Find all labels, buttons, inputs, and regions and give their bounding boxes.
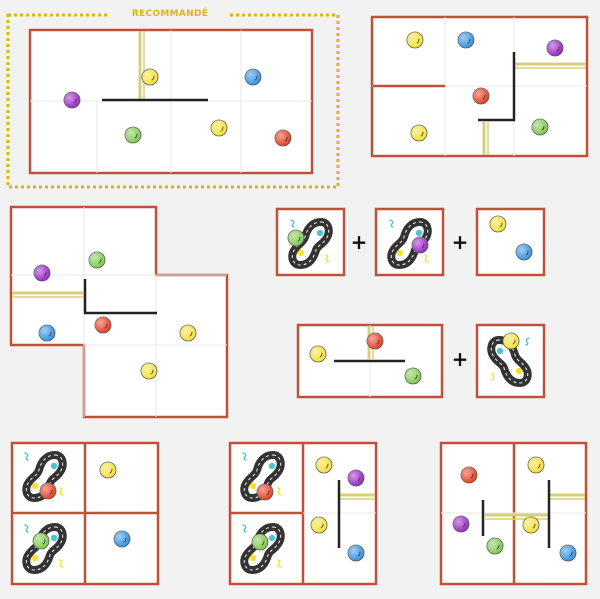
ball-red	[256, 483, 274, 501]
ball-yellow	[527, 456, 545, 474]
ball-green	[88, 251, 106, 269]
ball-green	[251, 533, 269, 551]
layout-option-2[interactable]	[370, 15, 589, 158]
ball-red	[274, 129, 292, 147]
ball-yellow	[310, 516, 328, 534]
ball-green	[287, 229, 305, 247]
ball-yellow	[140, 362, 158, 380]
ball-yellow	[502, 332, 520, 350]
recommended-label: RECOMMANDÉ	[110, 9, 230, 19]
ball-blue	[347, 544, 365, 562]
race-track	[288, 218, 333, 269]
ball-green	[486, 537, 504, 555]
ball-yellow	[141, 68, 159, 86]
layout-option-1[interactable]	[6, 13, 340, 189]
plus-sign: +	[452, 230, 469, 254]
ball-red	[460, 466, 478, 484]
layout-option-7[interactable]	[228, 441, 378, 586]
layout-option-5[interactable]: +	[296, 323, 546, 399]
ball-yellow	[410, 124, 428, 142]
ball-purple	[546, 39, 564, 57]
ball-yellow	[309, 345, 327, 363]
ball-purple	[452, 515, 470, 533]
ball-yellow	[99, 461, 117, 479]
layout-option-8[interactable]	[439, 441, 588, 586]
ball-purple	[347, 469, 365, 487]
ball-red	[366, 332, 384, 350]
wall-segment	[478, 52, 516, 122]
layout-option-4[interactable]: + +	[275, 207, 546, 277]
ball-yellow	[522, 516, 540, 534]
board-tile	[475, 207, 546, 277]
ball-green	[124, 126, 142, 144]
ball-green	[404, 367, 422, 385]
plus-sign: +	[452, 347, 469, 371]
ball-red	[94, 316, 112, 334]
ball-red	[472, 87, 490, 105]
ball-yellow	[406, 31, 424, 49]
ball-green	[32, 532, 50, 550]
ball-green	[531, 118, 549, 136]
ball-blue	[244, 68, 262, 86]
ball-blue	[457, 31, 475, 49]
ball-purple	[411, 236, 429, 254]
wall-segment	[83, 279, 157, 315]
ball-blue	[559, 544, 577, 562]
ball-yellow	[179, 324, 197, 342]
ball-yellow	[315, 456, 333, 474]
ball-blue	[113, 530, 131, 548]
plus-sign: +	[351, 230, 368, 254]
ball-red	[39, 482, 57, 500]
layout-option-6[interactable]	[10, 441, 160, 586]
ball-blue	[515, 243, 533, 261]
ball-purple	[63, 91, 81, 109]
ball-blue	[38, 324, 56, 342]
race-track	[22, 451, 67, 502]
ball-yellow	[489, 215, 507, 233]
ball-purple	[33, 264, 51, 282]
layout-option-3[interactable]	[9, 205, 229, 419]
race-track	[487, 336, 532, 387]
ball-yellow	[210, 119, 228, 137]
race-track	[240, 451, 285, 502]
